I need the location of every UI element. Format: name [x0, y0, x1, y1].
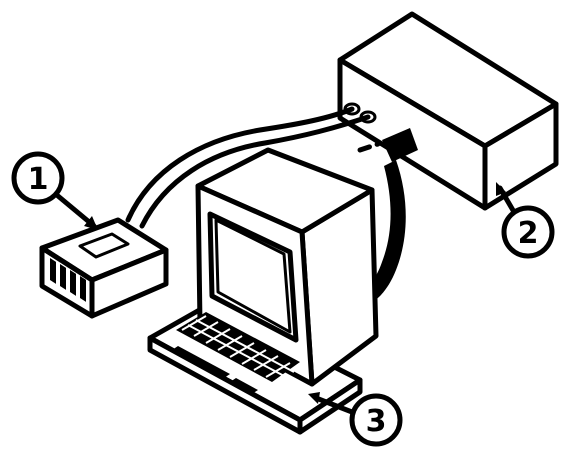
connector-dash-line — [360, 144, 378, 150]
external-unit-box — [340, 14, 556, 208]
callout-3-number: 3 — [366, 404, 387, 439]
callout-1-number: 1 — [28, 162, 49, 197]
callout-1: 1 — [14, 154, 98, 230]
computer-terminal — [150, 150, 376, 432]
callout-2-number: 2 — [518, 216, 539, 251]
callout-2: 2 — [496, 182, 552, 256]
small-module — [42, 220, 166, 316]
